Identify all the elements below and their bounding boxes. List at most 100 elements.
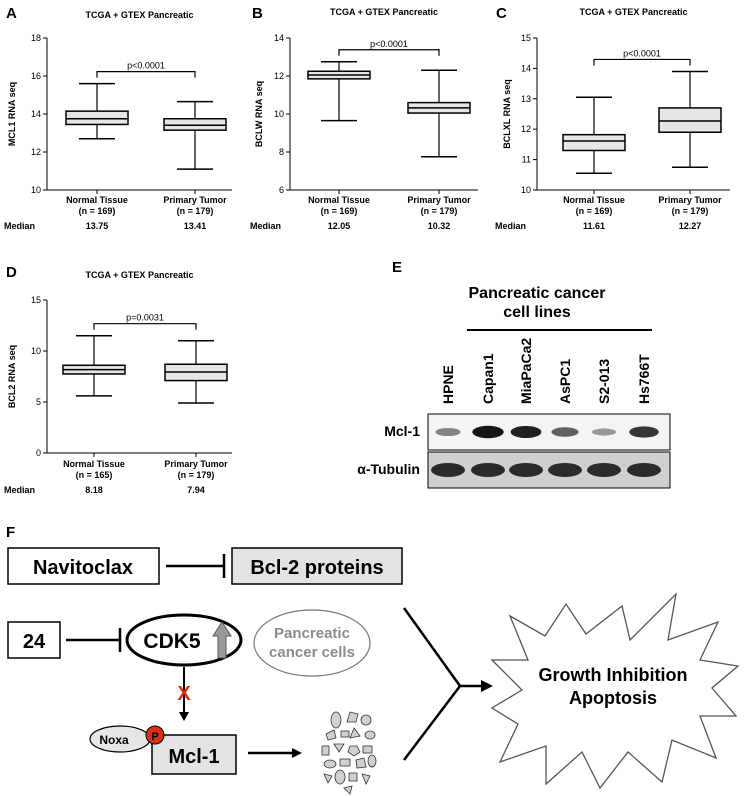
blot-row-label-tubulin: α-Tubulin	[357, 461, 420, 477]
cancer-cells-ellipse	[253, 609, 371, 677]
navitoclax-box	[7, 547, 160, 585]
blot-band	[587, 463, 621, 477]
significance-bracket	[593, 58, 691, 66]
blot-band	[548, 463, 582, 477]
y-tick-label: 10	[274, 109, 284, 119]
median-row-label: Median	[4, 485, 35, 495]
median-row-label: Median	[4, 221, 35, 231]
navitoclax-label: Navitoclax	[33, 557, 133, 579]
y-tick-label: 14	[521, 63, 531, 73]
compound-24-box	[7, 621, 61, 659]
box-plot	[164, 340, 228, 404]
y-tick-label: 10	[31, 185, 41, 195]
box-plot	[65, 82, 129, 140]
mcl1-box	[151, 734, 237, 775]
up-arrow-icon	[212, 621, 232, 659]
box-plot	[163, 100, 227, 170]
panel-letter-b: B	[252, 5, 263, 22]
mechanism-schematic: Navitoclax Bcl-2 proteins 24 CDK5 Pancre…	[7, 547, 740, 795]
blot-lane-label: S2-013	[596, 359, 612, 404]
group-n: (n = 179)	[672, 206, 709, 216]
p-value: p<0.0001	[127, 61, 165, 71]
significance-bracket	[93, 323, 197, 330]
y-tick-label: 12	[274, 71, 284, 81]
median-row-label: Median	[250, 221, 281, 231]
p-value: p<0.0001	[370, 39, 408, 49]
blot-header-line1: Pancreatic cancer	[469, 285, 606, 302]
y-axis-label: BCL2 RNA seq	[7, 345, 17, 408]
cdk5-to-mcl1-arrowhead	[179, 712, 189, 721]
group-label: Normal Tissue	[563, 195, 625, 205]
blot-band	[551, 427, 579, 437]
convergence-arrowhead	[481, 680, 493, 692]
panel-letter-f: F	[6, 524, 15, 541]
y-axis-label: MCL1 RNA seq	[7, 82, 17, 146]
mcl1-label: Mcl-1	[168, 746, 219, 768]
median-value: 13.41	[184, 221, 207, 231]
y-tick-label: 18	[31, 33, 41, 43]
blot-lane-label: AsPC1	[557, 359, 573, 404]
blot-band	[510, 425, 542, 439]
p-value: p<0.0001	[623, 48, 661, 58]
blot-band	[509, 463, 543, 477]
group-label: Normal Tissue	[66, 195, 128, 205]
box-plot	[307, 61, 371, 122]
blot-header-line2: cell lines	[503, 304, 571, 321]
box-plot	[658, 70, 722, 168]
significance-bracket	[338, 49, 440, 56]
compound-24-label: 24	[23, 631, 46, 653]
box-plot	[562, 96, 626, 175]
cdk5-label: CDK5	[143, 630, 200, 653]
blot-lane-label: HPNE	[440, 365, 456, 404]
group-label: Primary Tumor	[164, 459, 228, 469]
group-n: (n = 169)	[576, 206, 613, 216]
convergence-line-bottom	[403, 685, 461, 761]
group-n: (n = 179)	[177, 206, 214, 216]
y-tick-label: 5	[36, 397, 41, 407]
box-iqr	[65, 110, 129, 126]
y-axis-label: BCLXL RNA seq	[502, 79, 512, 149]
y-tick-label: 10	[31, 346, 41, 356]
group-n: (n = 179)	[421, 206, 458, 216]
cdk5-ellipse	[125, 613, 243, 667]
group-label: Primary Tumor	[658, 195, 722, 205]
blot-lane-label: MiaPaCa2	[518, 338, 534, 404]
blot-bands	[431, 425, 661, 477]
median-value: 7.94	[187, 485, 205, 495]
y-tick-label: 6	[279, 185, 284, 195]
chart-title: TCGA + GTEX Pancreatic	[330, 7, 438, 17]
y-axis-label: BCLW RNA seq	[254, 81, 264, 147]
significance-bracket	[96, 71, 196, 78]
cancer-cells-line1: Pancreatic	[274, 625, 350, 642]
group-label: Primary Tumor	[407, 195, 471, 205]
blocked-x-icon: X	[177, 683, 191, 705]
group-n: (n = 169)	[321, 206, 358, 216]
box-iqr	[562, 133, 626, 152]
outcome-line2: Apoptosis	[569, 688, 657, 708]
panel-letter-d: D	[6, 264, 17, 281]
bcl2-proteins-box	[231, 547, 403, 585]
box-iqr	[163, 118, 227, 131]
median-value: 12.27	[679, 221, 702, 231]
y-tick-label: 14	[274, 33, 284, 43]
p-value: p=0.0031	[126, 313, 164, 323]
box-plot	[407, 69, 471, 158]
chart-title: TCGA + GTEX Pancreatic	[580, 7, 688, 17]
median-value: 11.61	[583, 221, 605, 231]
outcome-line1: Growth Inhibition	[539, 665, 688, 685]
median-value: 8.18	[85, 485, 103, 495]
median-value: 13.75	[86, 221, 109, 231]
group-n: (n = 179)	[178, 470, 215, 480]
group-n: (n = 169)	[79, 206, 116, 216]
convergence-line-top	[402, 607, 462, 687]
blot-band	[431, 463, 465, 477]
bcl2-proteins-label: Bcl-2 proteins	[250, 557, 383, 579]
y-tick-label: 12	[31, 147, 41, 157]
y-tick-label: 15	[521, 33, 531, 43]
group-label: Primary Tumor	[163, 195, 227, 205]
blot-band	[435, 427, 461, 437]
